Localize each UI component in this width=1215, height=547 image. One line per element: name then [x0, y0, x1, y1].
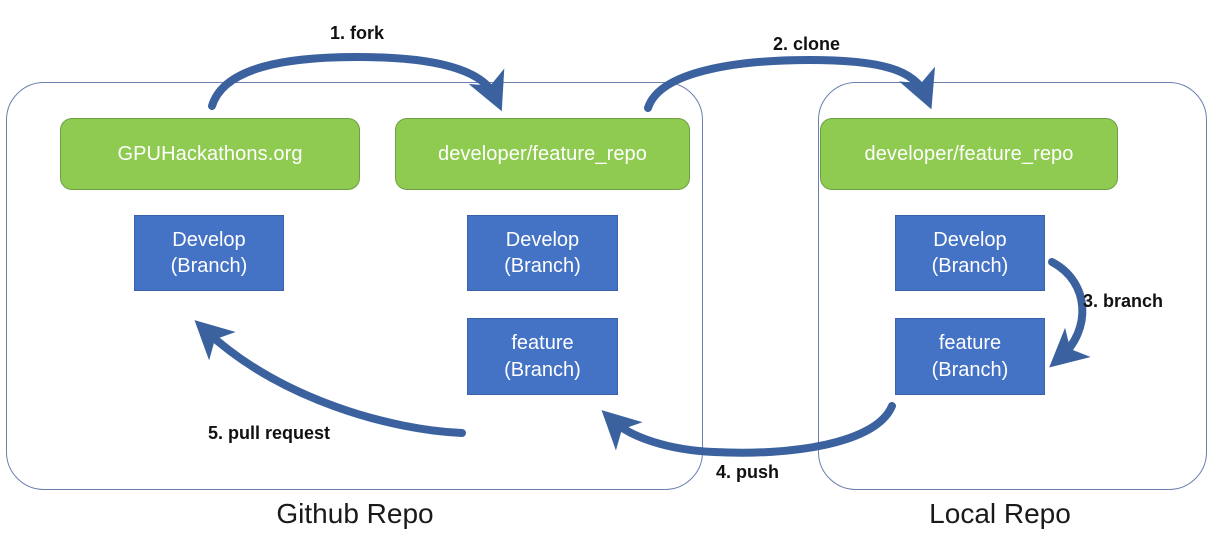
upstream-develop-branch-box[interactable]: Develop (Branch) [134, 215, 284, 291]
fork-feature-branch-box[interactable]: feature (Branch) [467, 318, 618, 395]
fork-repo-label: developer/feature_repo [437, 142, 648, 165]
local-feature-branch-box[interactable]: feature (Branch) [895, 318, 1045, 395]
fork-develop-branch-box[interactable]: Develop (Branch) [467, 215, 618, 291]
upstream-develop-branch-line2: (Branch) [170, 255, 248, 277]
fork-feature-branch-line2: (Branch) [504, 358, 581, 381]
local-clone-repo-box[interactable]: developer/feature_repo [820, 118, 1118, 190]
upstream-develop-branch-line1: Develop [172, 228, 246, 251]
fork-develop-branch-line1: Develop [505, 228, 580, 251]
local-feature-branch-line2: (Branch) [931, 358, 1009, 381]
step-label-pull-request: 5. pull request [208, 423, 331, 443]
local-clone-repo-label: developer/feature_repo [864, 142, 1074, 165]
upstream-repo-box[interactable]: GPUHackathons.org [60, 118, 360, 190]
fork-feature-branch-line1: feature [511, 332, 574, 355]
step-label-fork: 1. fork [330, 23, 385, 43]
local-repo-caption: Local Repo [929, 498, 1071, 529]
local-develop-branch-line1: Develop [933, 228, 1007, 251]
step-label-clone: 2. clone [773, 34, 841, 54]
step-label-branch: 3. branch [1083, 291, 1164, 311]
local-feature-branch-line1: feature [938, 332, 1002, 355]
fork-repo-box[interactable]: developer/feature_repo [395, 118, 690, 190]
step-label-push: 4. push [716, 462, 780, 482]
upstream-repo-label: GPUHackathons.org [117, 142, 303, 165]
github-repo-caption: Github Repo [276, 498, 434, 529]
local-develop-branch-line2: (Branch) [931, 255, 1009, 277]
local-repo-container [818, 82, 1207, 490]
fork-develop-branch-line2: (Branch) [504, 255, 581, 277]
local-develop-branch-box[interactable]: Develop (Branch) [895, 215, 1045, 291]
